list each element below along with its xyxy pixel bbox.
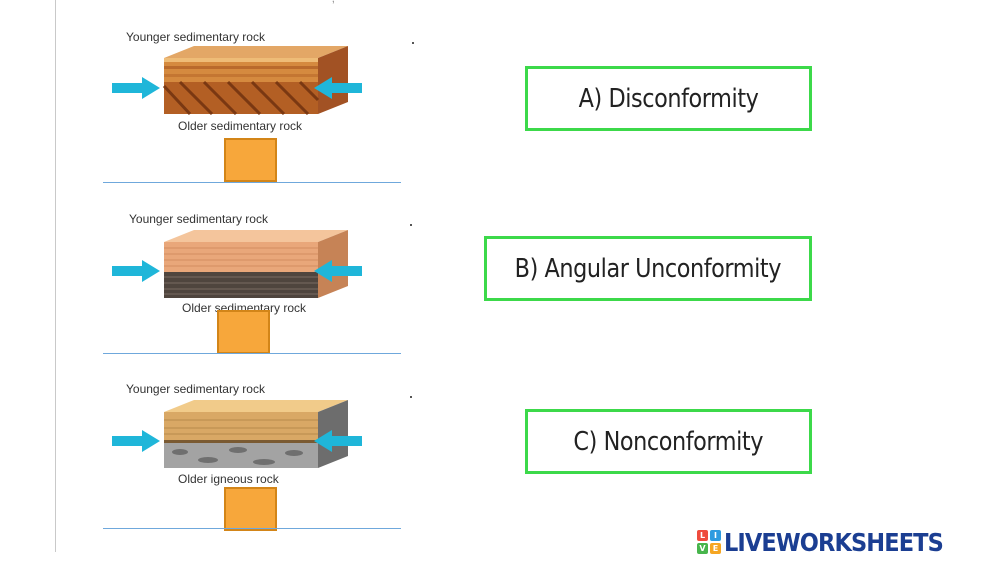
logo-text: LIVEWORKSHEETS [724,527,944,557]
diagram-top-label: Younger sedimentary rock [129,212,268,226]
left-arrow-icon [314,77,362,99]
logo-letter: V [697,543,708,554]
right-arrow-icon [112,77,160,99]
diagram-top-label: Younger sedimentary rock [126,382,265,396]
option-label: B) Angular Unconformity [514,253,782,284]
right-arrow-icon [112,260,160,282]
stray-mark [410,396,412,398]
option-c-nonconformity[interactable]: C) Nonconformity [525,409,812,474]
option-label: C) Nonconformity [573,426,764,457]
option-a-disconformity[interactable]: A) Disconformity [525,66,812,131]
stray-mark [412,42,414,44]
answer-drop-box-1[interactable] [224,138,277,182]
rock-block-illustration [160,400,350,470]
answer-line [103,353,401,354]
answer-line [103,528,401,529]
diagram-bottom-label: Older sedimentary rock [182,301,307,315]
right-arrow-icon [112,430,160,452]
stray-mark [410,224,412,226]
rock-block-illustration [160,46,350,116]
option-b-angular-unconformity[interactable]: B) Angular Unconformity [484,236,812,301]
diagram-top-label: Younger sedimentary rock [126,30,265,44]
left-arrow-icon [314,430,362,452]
left-arrow-icon [314,260,362,282]
answer-drop-box-3[interactable] [224,487,277,531]
diagram-panel-1: Younger sedimentary rock Older sedimenta… [100,26,410,206]
option-label: A) Disconformity [578,83,759,114]
logo-letter: E [710,543,721,554]
left-margin-line [55,0,56,552]
liveworksheets-logo: L I V E LIVEWORKSHEETS [697,527,967,557]
rock-block-illustration [160,230,350,300]
diagram-panel-3: Younger sedimentary rock Older igneous r… [100,378,410,558]
logo-letter: L [697,530,708,541]
logo-letter: I [710,530,721,541]
liveworksheets-logo-icon: L I V E [697,530,721,554]
diagram-bottom-label: Older igneous rock [178,472,279,486]
cropped-header-text: · , · [325,0,342,5]
diagram-bottom-label: Older sedimentary rock [178,119,303,133]
diagram-panel-2: Younger sedimentary rock Older sedimenta… [100,208,410,388]
answer-drop-box-2[interactable] [217,310,270,354]
answer-line [103,182,401,183]
